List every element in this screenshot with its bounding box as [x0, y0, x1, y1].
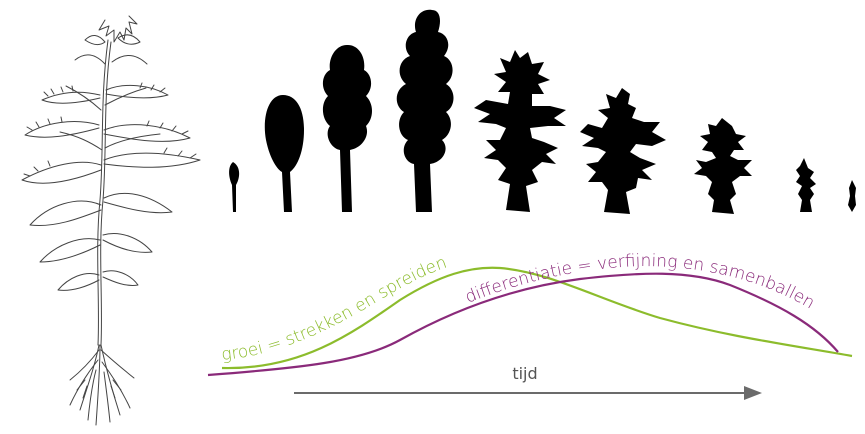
- leaf-silhouette-8: [796, 158, 816, 212]
- leaf-silhouette-3: [322, 44, 372, 212]
- time-axis: tijd: [294, 364, 762, 400]
- differentiation-label-text: differentiatie = verfijning en samenball…: [462, 251, 818, 313]
- growth-label-text: groei = strekken en spreiden: [220, 253, 449, 365]
- growth-curve: [221, 266, 853, 370]
- growth-label: groei = strekken en spreiden: [220, 253, 449, 365]
- plant-sketch-illustration: [21, 15, 201, 426]
- differentiation-label: differentiatie = verfijning en samenball…: [462, 251, 818, 313]
- leaf-silhouette-6: [580, 88, 666, 214]
- differentiation-curve: [207, 272, 839, 377]
- leaf-silhouette-9: [848, 180, 856, 212]
- leaf-silhouette-sequence: [229, 9, 856, 214]
- leaf-silhouette-2: [264, 95, 304, 212]
- leaf-silhouette-4: [396, 9, 454, 212]
- time-arrow-head-icon: [744, 386, 762, 400]
- time-label: tijd: [512, 364, 537, 383]
- leaf-silhouette-1: [229, 162, 240, 212]
- leaf-silhouette-5: [474, 50, 566, 212]
- leaf-silhouette-7: [694, 118, 752, 214]
